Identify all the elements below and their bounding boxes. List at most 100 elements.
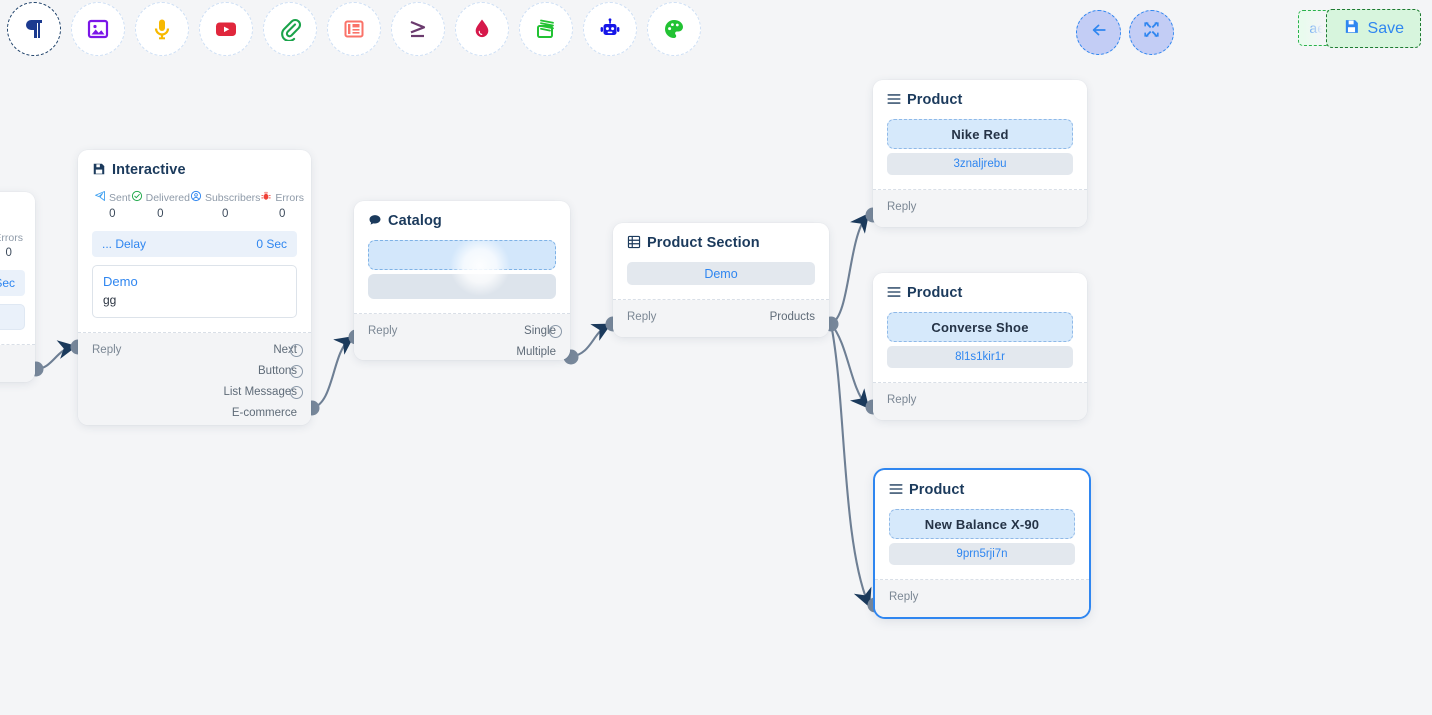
out-port-ecommerce-handle[interactable] [290,407,303,420]
canvas-controls[interactable] [1076,6,1174,58]
stat-errors-value: 0 [279,208,286,220]
catalog-in-port-label[interactable]: Reply [368,325,398,337]
catalog-placeholder-solid[interactable] [368,274,556,299]
product-name[interactable]: New Balance X-90 [889,509,1075,539]
catalog-out-ports[interactable]: Single Multiple [516,321,562,362]
grid-icon [627,235,641,251]
save-label: Save [1367,19,1404,37]
save-button[interactable]: Save [1325,9,1421,48]
tool-audio-icon[interactable] [135,2,189,56]
tool-template-icon[interactable] [327,2,381,56]
tool-video-icon[interactable] [199,2,253,56]
product-id[interactable]: 8l1s1kir1r [887,346,1073,368]
stat-errors-label: Errors [275,191,305,204]
node-title-text: Product Section [647,235,760,251]
out-port-list-messages-handle[interactable] [290,385,303,399]
stat-sent-value: 0 [109,208,116,220]
interactive-in-port-label[interactable]: Reply [92,344,122,356]
node-product-nike-red[interactable]: Product Nike Red 3znaljrebu Reply [873,80,1087,227]
product-in-port-label[interactable]: Reply [887,394,917,406]
delay-row[interactable]: ... Delay 0 Sec [92,231,297,257]
product-id[interactable]: 3znaljrebu [887,153,1073,175]
tool-image-icon[interactable] [71,2,125,56]
node-product-new-balance-x90[interactable]: Product New Balance X-90 9prn5rji7n Repl… [875,470,1089,617]
product-footer[interactable]: Reply [875,580,1089,617]
node-title-text: Product [907,92,963,108]
out-port-buttons[interactable]: Buttons [223,361,303,381]
product-in-port-label[interactable]: Reply [887,201,917,213]
out-port-next-handle[interactable] [290,343,303,357]
save-disk-icon [92,162,106,178]
tool-bot-icon[interactable] [583,2,637,56]
stat-subscribers-label: Subscribers [204,191,261,204]
product-name[interactable]: Nike Red [887,119,1073,149]
tool-condition-icon[interactable] [391,2,445,56]
menu-icon [887,93,901,107]
out-port-single-label: Single [524,325,556,337]
node-title-text: Catalog [388,213,442,229]
node-title-text: Interactive [112,162,186,178]
save-icon [1343,18,1360,40]
interactive-footer[interactable]: Reply Next Buttons List Messages E-comme… [78,333,311,425]
out-port-single-handle[interactable] [549,324,562,338]
menu-icon [887,286,901,300]
stat-delivered-label: Delivered [145,191,190,204]
user-circle-icon [190,190,202,205]
product-id[interactable]: 9prn5rji7n [889,543,1075,565]
node-partial-left[interactable]: Errors 0 Sec essage [0,192,35,382]
product-name-label: New Balance X-90 [924,516,1040,532]
hidden-button-label: ae [1309,20,1325,36]
catalog-footer[interactable]: Reply Single Multiple [354,314,570,360]
catalog-placeholder-group [368,240,556,299]
node-interactive[interactable]: Interactive Sent 0 [78,150,311,425]
node-product-converse-shoe[interactable]: Product Converse Shoe 8l1s1kir1r Reply [873,273,1087,420]
delay-label: ... Delay [102,237,147,251]
product-name[interactable]: Converse Shoe [887,312,1073,342]
out-port-buttons-handle[interactable] [290,364,303,378]
tool-palette-icon[interactable] [647,2,701,56]
back-button[interactable] [1076,9,1121,55]
product-section-in-port-label[interactable]: Reply [627,311,657,323]
stat-sent: Sent 0 [94,190,131,220]
node-title-text: Product [909,482,965,498]
message-box[interactable]: Demo gg [92,265,297,318]
tool-list-icon[interactable] [519,2,573,56]
node-type-toolbar[interactable] [0,0,701,58]
product-footer[interactable]: Reply [873,383,1087,420]
product-section-pill[interactable]: Demo [627,262,815,285]
menu-icon [889,483,903,497]
out-port-list-messages[interactable]: List Messages [223,382,303,402]
product-section-pill-label: Demo [704,266,738,281]
bug-icon [260,190,272,205]
product-name-label: Nike Red [951,126,1009,142]
interactive-out-ports[interactable]: Next Buttons List Messages E-commerce [223,340,303,423]
out-port-single[interactable]: Single [516,321,562,341]
stat-delivered: Delivered 0 [131,190,190,220]
message-title: Demo [103,274,138,289]
tool-text-icon[interactable] [7,2,61,56]
tool-attachment-icon[interactable] [263,2,317,56]
fit-view-button[interactable] [1129,9,1174,55]
out-port-multiple[interactable]: Multiple [516,342,556,362]
node-product-section-title: Product Section [627,235,815,251]
interactive-stats: Sent 0 Delivered 0 [92,190,304,220]
out-port-next[interactable]: Next [223,340,303,360]
product-section-footer[interactable]: Reply Products [613,300,829,337]
partial-stat-value: 0 [5,247,12,259]
out-port-multiple-handle[interactable] [549,346,562,359]
product-in-port-label[interactable]: Reply [889,591,919,603]
message-text: gg [103,293,117,307]
stat-delivered-value: 0 [157,208,164,220]
out-port-ecommerce[interactable]: E-commerce [223,403,297,423]
out-port-multiple-label: Multiple [516,346,556,358]
product-footer[interactable]: Reply [873,190,1087,227]
out-port-products-label[interactable]: Products [769,311,815,323]
node-interactive-title: Interactive [92,162,297,178]
partial-node-footer[interactable]: essage [0,345,35,382]
node-product-section[interactable]: Product Section Demo Reply Products [613,223,829,337]
node-catalog[interactable]: Catalog Reply Single Multiple [354,201,570,360]
tool-droplet-icon[interactable] [455,2,509,56]
node-product-title: Product [887,92,1073,108]
catalog-placeholder-dashed[interactable] [368,240,556,270]
